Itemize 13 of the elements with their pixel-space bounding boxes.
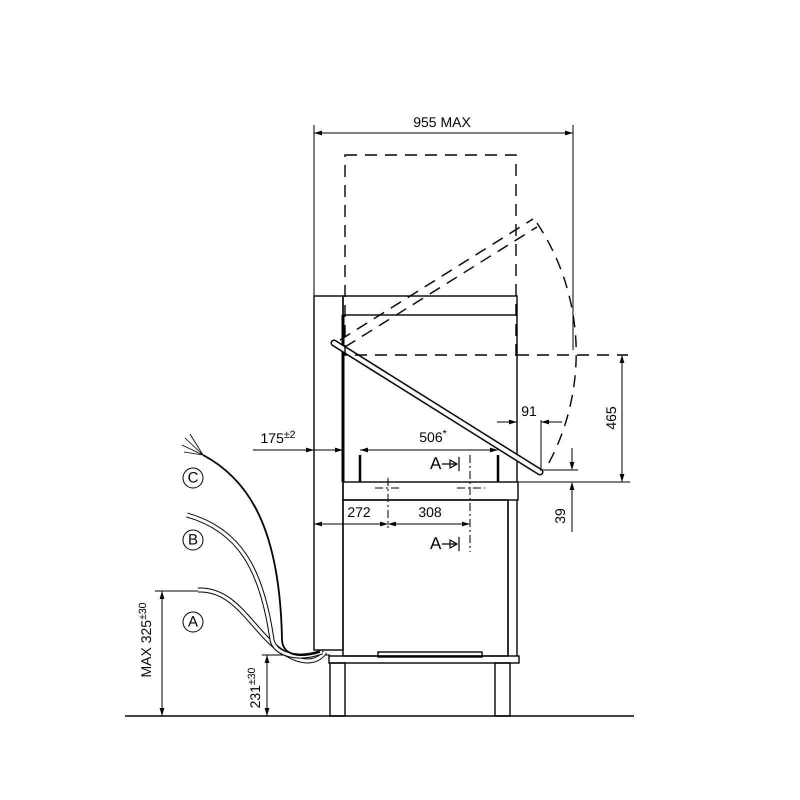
dimension-text: 175$^{±2}$ bbox=[260, 431, 296, 445]
section-label: A bbox=[430, 455, 442, 472]
dimension-text: 39 bbox=[553, 508, 567, 524]
callout-letter: B bbox=[182, 530, 204, 550]
callout-letter: A bbox=[182, 612, 204, 632]
dimension-text: 91 bbox=[521, 404, 537, 418]
dimension-text: 506$^{*}$ bbox=[419, 430, 447, 444]
section-label: A bbox=[430, 535, 442, 552]
dimension-text: 308 bbox=[418, 505, 442, 519]
callout-letter: C bbox=[182, 468, 204, 488]
dimension-text: 465 bbox=[604, 406, 618, 430]
dimension-text: 955 MAX bbox=[413, 115, 471, 129]
dimension-text: 272 bbox=[347, 505, 371, 519]
